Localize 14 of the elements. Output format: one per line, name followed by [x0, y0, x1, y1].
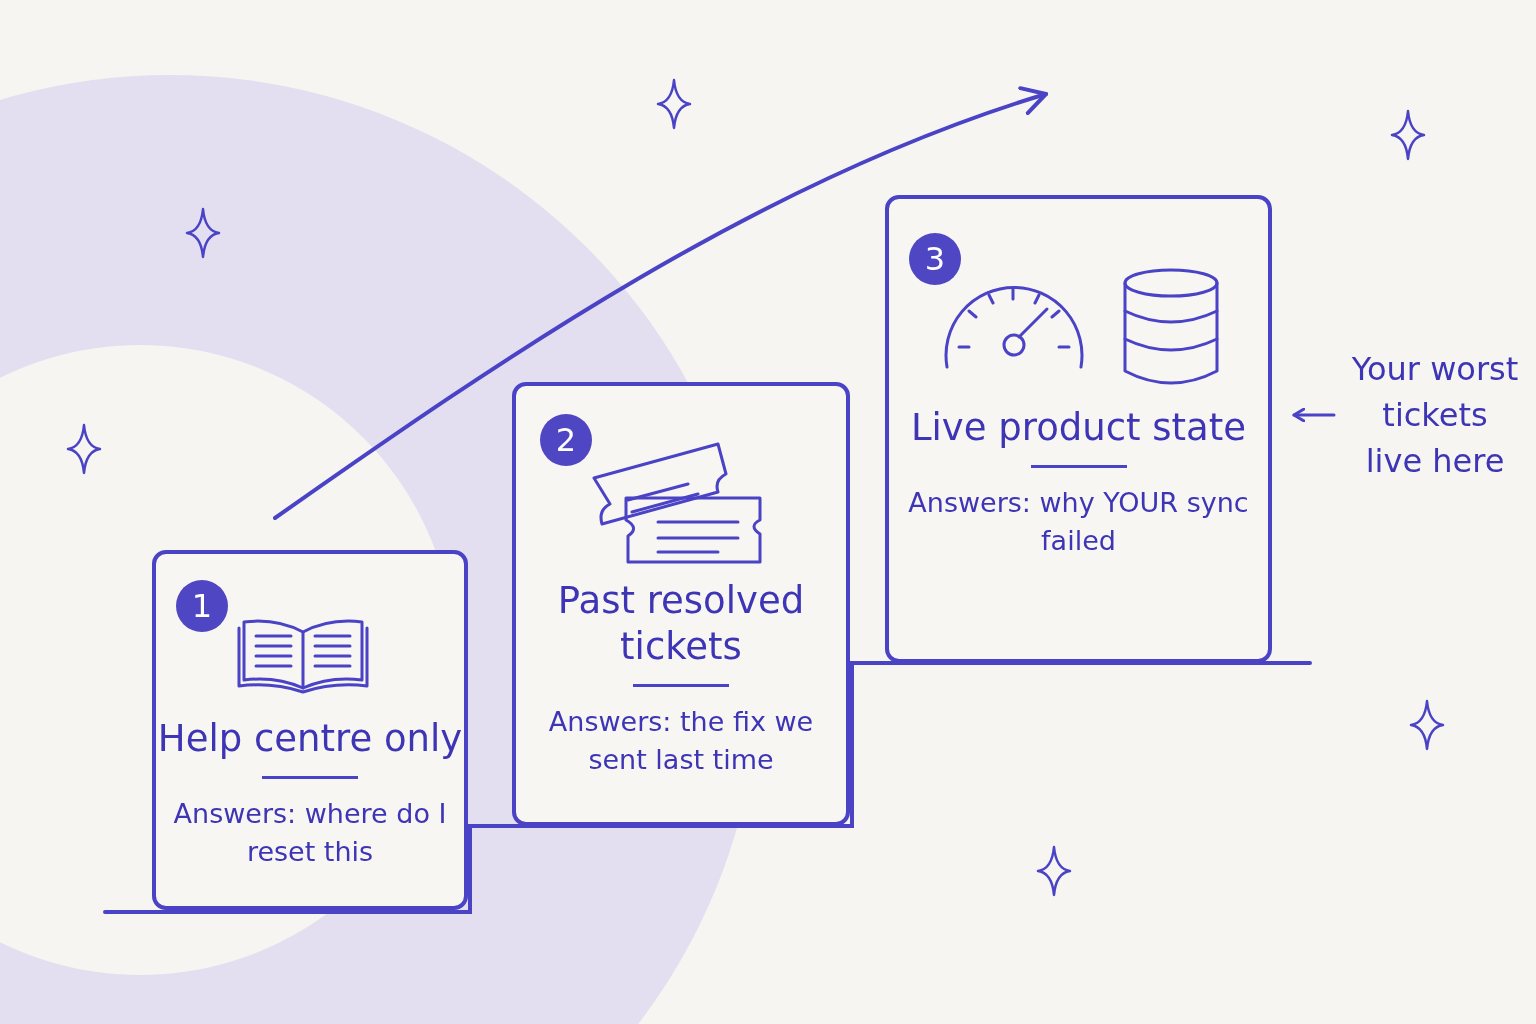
card-description: Answers: why YOUR sync failed: [907, 486, 1250, 558]
step-card: [152, 550, 468, 910]
step-number: 1: [176, 580, 228, 632]
arrow: [1292, 407, 1336, 423]
step-card: [885, 195, 1272, 663]
step-number: 3: [909, 233, 961, 285]
card-description: Answers: the fix we sent last time: [547, 705, 815, 777]
step-card: [512, 382, 850, 826]
annotation-text: Your worst tickets live here: [1350, 346, 1520, 484]
card-title: Help centre only: [157, 716, 463, 762]
card-title: Past resolved tickets: [556, 578, 806, 670]
step-number: 2: [540, 414, 592, 466]
card-description: Answers: where do I reset this: [172, 797, 448, 869]
card-title: Live product state: [910, 405, 1247, 451]
